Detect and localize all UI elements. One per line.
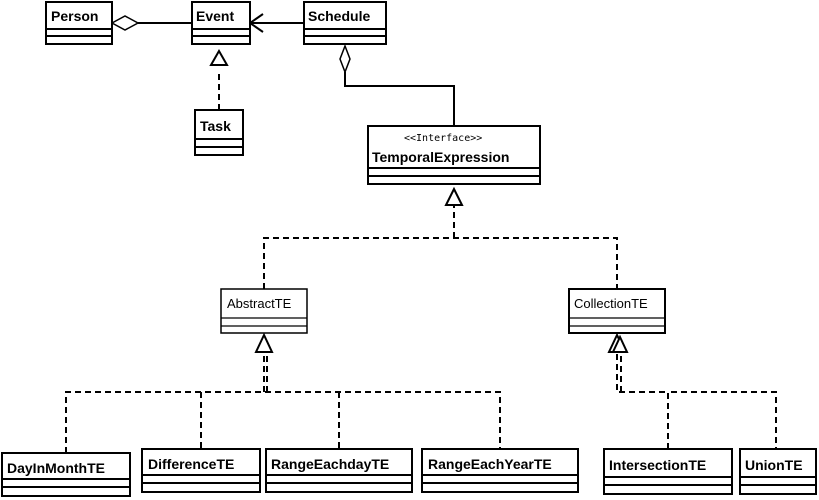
task-event-realization (209, 48, 229, 110)
schedule-event-association (248, 13, 304, 33)
class-name: UnionTE (745, 457, 803, 473)
class-name: CollectionTE (574, 296, 648, 311)
class-name: Task (200, 118, 231, 134)
class-name: Schedule (308, 8, 370, 24)
class-event[interactable]: Event (191, 1, 251, 45)
class-collectionte[interactable]: CollectionTE (568, 288, 666, 334)
class-name: RangeEachdayTE (271, 456, 389, 472)
class-person[interactable]: Person (45, 1, 113, 45)
class-abstractte[interactable]: AbstractTE (220, 288, 308, 334)
class-task[interactable]: Task (194, 109, 244, 156)
class-dayinmonthte[interactable]: DayInMonthTE (1, 452, 131, 497)
class-differencete[interactable]: DifferenceTE (141, 448, 261, 493)
schedule-temporalexpression-aggregation (339, 43, 455, 126)
class-temporalexpression[interactable]: <<Interface>> TemporalExpression (367, 125, 541, 185)
class-intersectionte[interactable]: IntersectionTE (603, 448, 733, 495)
class-name: DifferenceTE (148, 456, 234, 472)
class-name: Event (196, 8, 234, 24)
class-unionte[interactable]: UnionTE (739, 448, 817, 495)
class-name: Person (51, 8, 98, 24)
class-name: TemporalExpression (372, 149, 509, 165)
class-rangeeachdayte[interactable]: RangeEachdayTE (265, 448, 413, 493)
class-name: AbstractTE (227, 296, 292, 311)
class-name: RangeEachYearTE (428, 456, 552, 472)
abstractte-realization-lines (65, 332, 501, 453)
person-event-aggregation (110, 15, 192, 31)
te-realization-lines (263, 186, 618, 289)
interface-stereotype: <<Interface>> (404, 133, 482, 144)
class-name: IntersectionTE (609, 457, 706, 473)
class-schedule[interactable]: Schedule (303, 1, 387, 45)
collectionte-realization-lines (607, 332, 777, 449)
class-name: DayInMonthTE (7, 460, 105, 476)
class-rangeeachyearte[interactable]: RangeEachYearTE (421, 448, 579, 493)
